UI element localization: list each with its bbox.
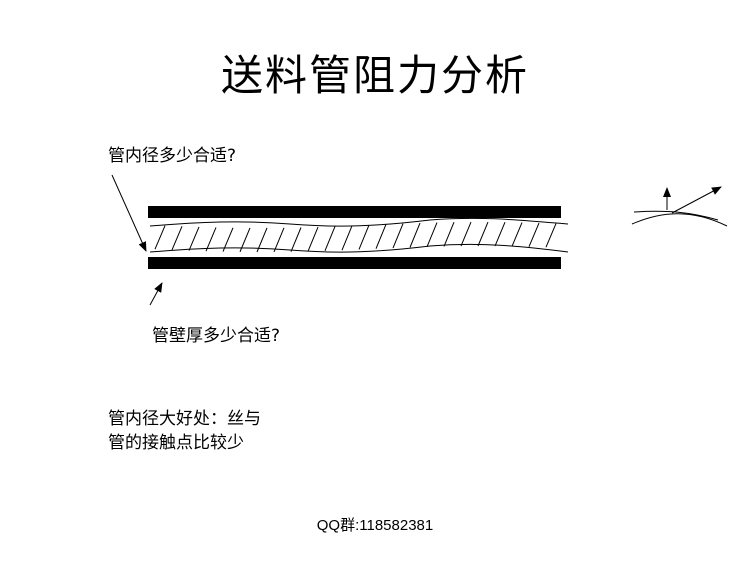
- hatch-line: [392, 223, 404, 249]
- hatch-line: [205, 227, 217, 252]
- tangent-force-arrow: [671, 186, 722, 214]
- hatch-line: [256, 227, 268, 253]
- note-line-2: 管的接触点比较少: [108, 433, 244, 453]
- tube-top-wall: [148, 206, 561, 218]
- contact-curve-upper: [633, 210, 719, 221]
- wall-thickness-arrow: [149, 282, 163, 306]
- wire-bottom-edge: [149, 243, 569, 253]
- hatch-line: [426, 222, 438, 248]
- hatch-line: [545, 223, 557, 248]
- hatch-line: [375, 224, 387, 249]
- contact-curve-lower: [631, 213, 728, 227]
- hatch-line: [358, 224, 370, 250]
- contact-force-detail: [631, 186, 728, 227]
- hatch-line: [341, 225, 353, 251]
- hatch-line: [477, 221, 489, 247]
- tube-bottom-wall: [148, 257, 561, 269]
- inner-diameter-benefit-note: 管内径大好处：丝与 管的接触点比较少: [108, 407, 261, 455]
- hatch-line: [494, 221, 506, 247]
- inner-diameter-question: 管内径多少合适?: [108, 146, 237, 166]
- hatch-line: [239, 227, 251, 253]
- hatch-line: [273, 227, 285, 253]
- wire-hatching: [154, 221, 557, 253]
- inner-diameter-arrow: [111, 174, 147, 252]
- hatch-line: [528, 222, 540, 247]
- hatch-line: [460, 221, 472, 247]
- hatch-line: [307, 226, 319, 252]
- wall-thickness-question: 管壁厚多少合适?: [152, 326, 281, 346]
- page-title: 送料管阻力分析: [220, 51, 529, 100]
- hatch-line: [188, 226, 200, 251]
- hatch-line: [154, 225, 166, 250]
- hatch-line: [511, 222, 523, 247]
- hatch-line: [443, 222, 455, 247]
- hatch-line: [409, 222, 421, 248]
- note-line-1: 管内径大好处：丝与: [108, 409, 261, 429]
- wire-top-edge: [149, 217, 569, 227]
- hatch-line: [222, 227, 234, 252]
- hatch-line: [171, 226, 183, 251]
- hatch-line: [324, 226, 336, 251]
- hatch-line: [290, 227, 302, 252]
- footer-qq-group: QQ群:118582381: [316, 517, 434, 534]
